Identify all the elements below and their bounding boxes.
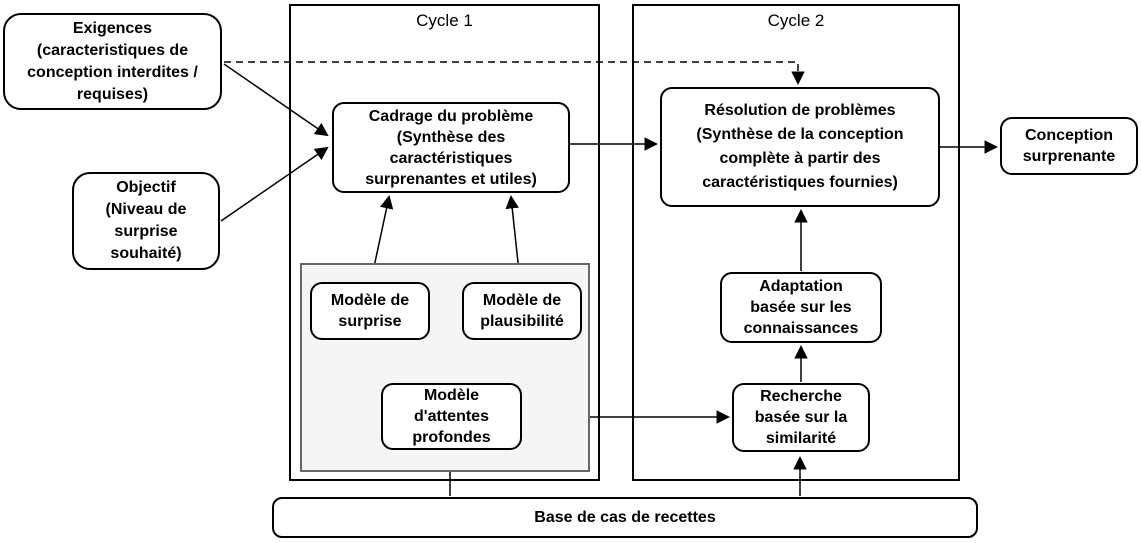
- node-recherche-similarite: Recherche basée sur la similarité: [732, 383, 870, 452]
- node-modele-de-plausibilite: Modèle de plausibilité: [462, 282, 582, 340]
- container-cycle-2-label: Cycle 2: [767, 11, 825, 30]
- node-cadrage-du-probleme: Cadrage du problème (Synthèse des caract…: [332, 102, 570, 193]
- node-modele-attentes-profondes: Modèle d'attentes profondes: [381, 383, 522, 450]
- container-cycle-2: Cycle 2: [632, 4, 960, 481]
- node-objectif: Objectif (Niveau de surprise souhaité): [72, 172, 220, 270]
- node-modele-de-surprise: Modèle de surprise: [310, 282, 430, 340]
- node-base-de-cas: Base de cas de recettes: [272, 497, 978, 538]
- node-exigences: Exigences (caracteristiques de conceptio…: [3, 13, 222, 110]
- container-cycle-1-label: Cycle 1: [416, 11, 473, 30]
- container-cycle-1: Cycle 1: [289, 4, 600, 481]
- node-resolution-de-problemes: Résolution de problèmes (Synthèse de la …: [660, 87, 940, 207]
- node-adaptation-connaissances: Adaptation basée sur les connaissances: [720, 272, 882, 343]
- node-conception-surprenante: Conception surprenante: [1000, 117, 1138, 175]
